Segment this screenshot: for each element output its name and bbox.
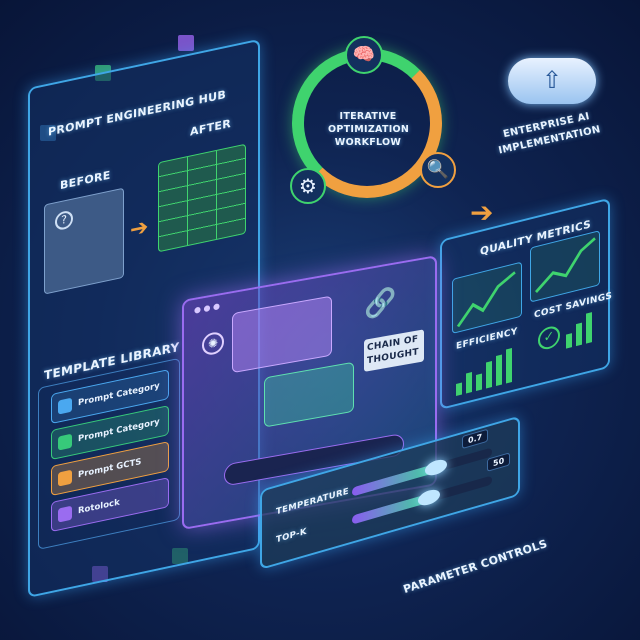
item-label: Prompt Category (78, 381, 160, 409)
temperature-value: 0.7 (462, 428, 489, 450)
category-swatch (58, 397, 72, 415)
topk-label: Top-K (276, 526, 307, 546)
gear-icon: ⚙ (290, 168, 326, 204)
item-label: Prompt GCTS (78, 456, 142, 481)
arrow-icon: ➔ (130, 214, 149, 244)
temperature-knob[interactable] (425, 457, 447, 478)
link-icon: 🔗 (364, 286, 397, 322)
item-label: Rotolock (78, 497, 120, 517)
arrow-icon: ➔ (470, 196, 494, 229)
response-bubble (264, 361, 354, 428)
before-document: ? (44, 187, 124, 295)
before-label: Before (60, 168, 111, 193)
brain-icon: 🧠 (345, 36, 383, 74)
magnifier-icon: 🔍 (420, 152, 456, 188)
enterprise-title: Enterprise AI Implementation (497, 111, 602, 157)
ai-logo-icon: ✺ (202, 330, 224, 357)
check-icon: ✓ (538, 324, 560, 352)
cost-chart (530, 230, 600, 303)
parameter-controls-title: Parameter Controls (401, 537, 549, 596)
topk-knob[interactable] (418, 487, 440, 508)
workflow-title: Iterative Optimization Workflow (328, 111, 410, 148)
template-library: Prompt Category Prompt Category Prompt G… (38, 357, 180, 550)
after-table (158, 143, 246, 253)
efficiency-chart (452, 261, 522, 335)
after-label: After (190, 116, 232, 139)
item-label: Prompt Category (78, 417, 160, 445)
cost-bars (566, 304, 602, 349)
efficiency-bars (456, 345, 516, 397)
window-dots: ● ● ● (194, 301, 221, 315)
question-icon: ? (55, 209, 73, 232)
category-swatch (58, 505, 72, 523)
chain-of-thought-label: Chain of Thought (364, 329, 424, 372)
temperature-label: Temperature (276, 486, 349, 518)
cube-icon (178, 35, 194, 51)
chat-bubble (232, 295, 332, 374)
cloud-icon: ⇧ (508, 58, 596, 104)
category-swatch (58, 469, 72, 487)
category-swatch (58, 433, 72, 451)
quality-metrics-panel: Quality Metrics Efficiency Cost Savings … (440, 197, 612, 410)
